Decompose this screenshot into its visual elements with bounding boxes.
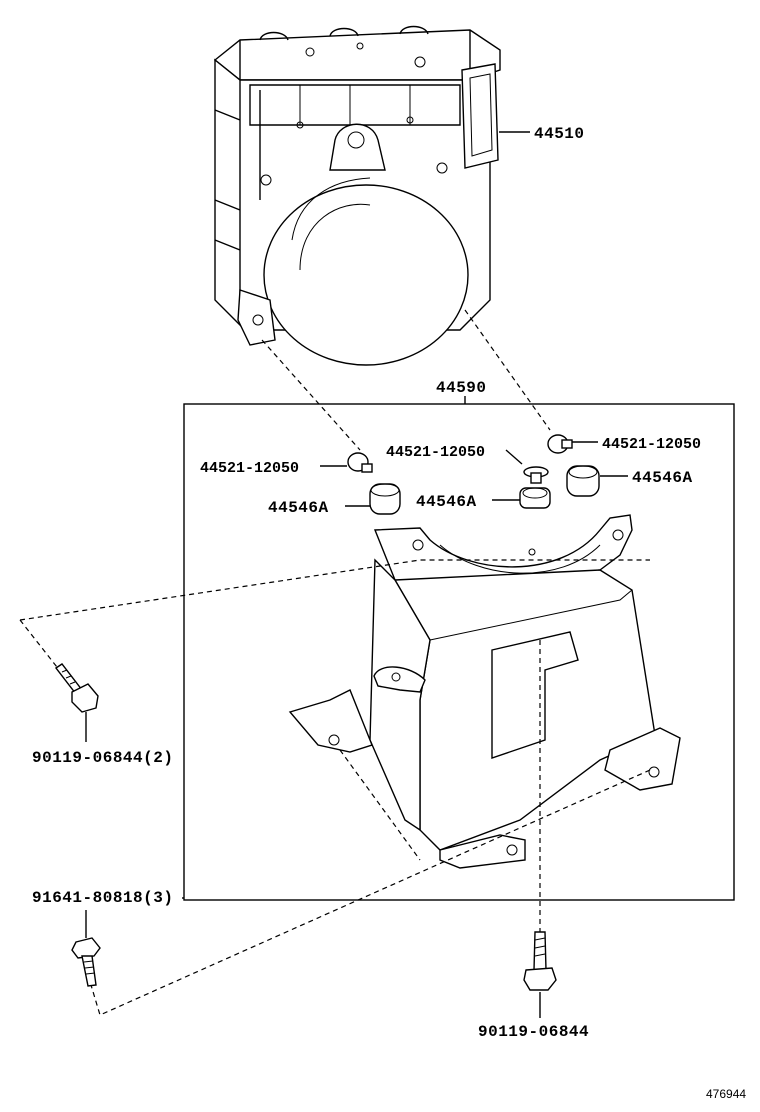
grommet-center[interactable] xyxy=(519,487,551,509)
cushion-center[interactable] xyxy=(523,466,549,484)
diagram-reference-number: 476944 xyxy=(706,1087,746,1101)
actuator-part-number: 44510 xyxy=(534,125,585,143)
bracket-assembly-frame xyxy=(183,403,735,901)
cushion-left-label: 44521-12050 xyxy=(200,460,299,477)
grommet-left[interactable] xyxy=(369,483,401,515)
mounting-bracket[interactable] xyxy=(288,514,681,869)
abs-actuator[interactable] xyxy=(213,25,501,366)
bracket-assembly-part-number: 44590 xyxy=(436,379,487,397)
bolt-flange-label: 91641-80818(3) xyxy=(32,889,173,907)
bolt-upper-label: 90119-06844(2) xyxy=(32,749,173,767)
grommet-right-label: 44546A xyxy=(632,469,693,487)
grommet-right[interactable] xyxy=(566,465,600,497)
cushion-center-label: 44521-12050 xyxy=(386,444,485,461)
bolt-flange[interactable] xyxy=(71,937,101,987)
cushion-left[interactable] xyxy=(347,452,373,473)
grommet-left-label: 44546A xyxy=(268,499,329,517)
cushion-right[interactable] xyxy=(547,434,573,454)
grommet-center-label: 44546A xyxy=(416,493,477,511)
cushion-right-label: 44521-12050 xyxy=(602,436,701,453)
bolt-upper[interactable] xyxy=(54,663,99,713)
bolt-bottom[interactable] xyxy=(523,931,557,991)
bolt-bottom-label: 90119-06844 xyxy=(478,1023,589,1041)
